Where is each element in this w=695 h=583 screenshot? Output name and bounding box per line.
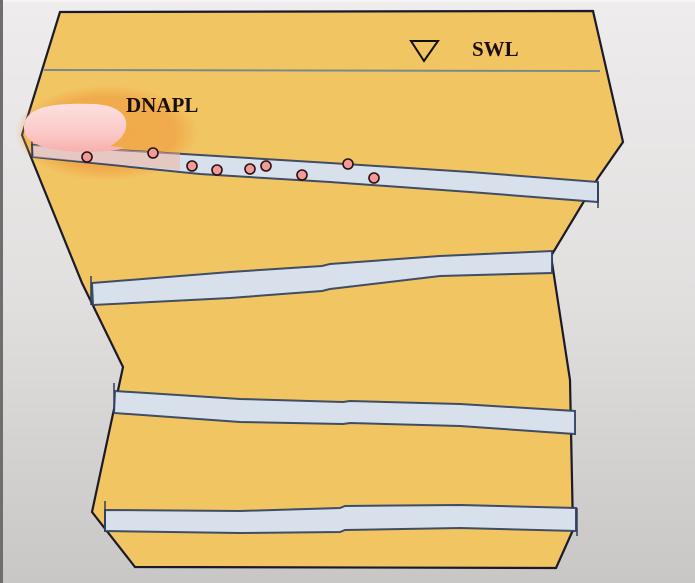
dnapl-label: DNAPL: [126, 93, 199, 117]
dnapl-pool: [24, 103, 127, 152]
dnapl-droplets: [81, 147, 380, 184]
droplet-icon: [81, 151, 93, 163]
swl-label: SWL: [472, 37, 519, 61]
water-level-triangle-icon: [409, 40, 440, 63]
fracture-4: [104, 503, 577, 535]
left-frame-edge: [0, 0, 3, 583]
droplet-icon: [342, 158, 354, 170]
droplet-icon: [260, 160, 272, 172]
droplet-icon: [244, 163, 256, 175]
droplet-icon: [296, 169, 308, 181]
water-table-line: [43, 69, 601, 72]
droplet-icon: [368, 172, 380, 184]
droplet-icon: [186, 160, 198, 172]
fracture-2: [90, 249, 553, 307]
top-frame-edge: [0, 0, 695, 2]
droplet-icon: [147, 147, 159, 159]
droplet-icon: [211, 164, 223, 176]
fracture-3: [112, 389, 576, 436]
